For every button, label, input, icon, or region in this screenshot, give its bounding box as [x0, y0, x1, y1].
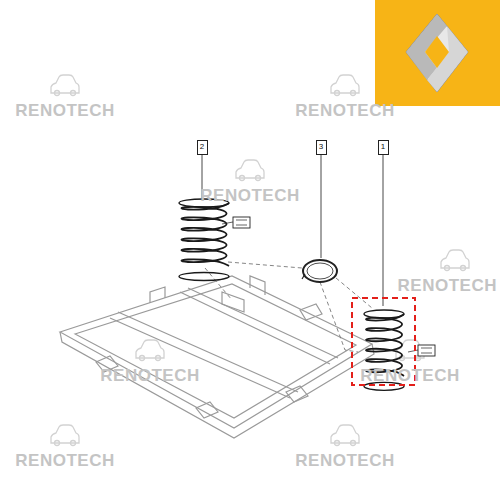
watermark-car-icon	[331, 425, 359, 446]
leader-lines	[202, 155, 383, 306]
coil-springs	[179, 199, 404, 390]
watermark: RENOTECH	[360, 366, 459, 386]
watermark-car-icon	[236, 160, 264, 181]
callout-box: 2	[197, 140, 208, 155]
watermark: RENOTECH	[200, 186, 299, 206]
watermark: RENOTECH	[398, 276, 497, 296]
brand-logo-ground	[375, 0, 500, 106]
watermark-car-icon	[51, 75, 79, 96]
callout-number: 1	[381, 143, 385, 151]
watermark-car-icon	[136, 340, 164, 361]
watermark-icons	[51, 75, 469, 446]
brand-logo	[406, 14, 468, 92]
guide-lines	[205, 262, 372, 352]
callout-number: 3	[319, 143, 323, 151]
watermark-car-icon	[331, 75, 359, 96]
watermark: RENOTECH	[15, 101, 114, 121]
watermark-car-icon	[441, 250, 469, 271]
subframe	[60, 276, 374, 438]
watermark-car-icon	[51, 425, 79, 446]
callout-box: 1	[378, 140, 389, 155]
watermark: RENOTECH	[100, 366, 199, 386]
watermark: RENOTECH	[295, 451, 394, 471]
watermark: RENOTECH	[295, 101, 394, 121]
callout-box: 3	[316, 140, 327, 155]
watermark: RENOTECH	[15, 451, 114, 471]
callout-number: 2	[200, 143, 204, 151]
spring-seat-ring	[302, 260, 337, 282]
coil-spring	[181, 203, 229, 266]
